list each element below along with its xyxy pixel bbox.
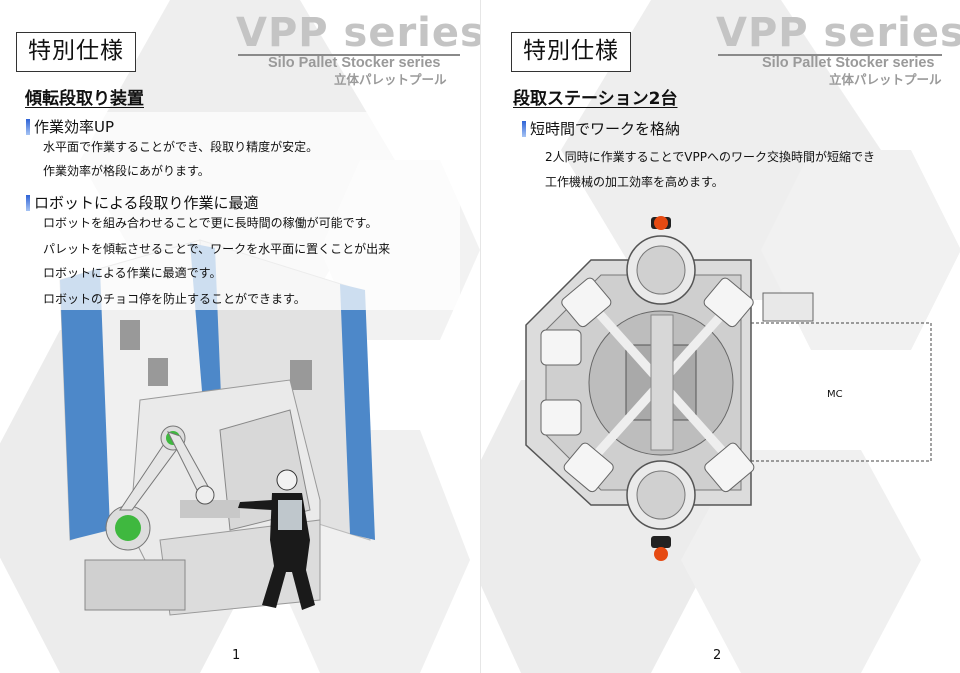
page-number: 2 [713, 648, 722, 663]
section-line: 作業効率が格段にあがります。 [43, 164, 210, 178]
two-station-top-view-diagram [525, 216, 932, 561]
section-title-text: 作業効率UP [34, 118, 115, 136]
tilting-setup-machine-illustration [59, 239, 375, 616]
section-line: 工作機械の加工効率を高めます。 [545, 175, 724, 189]
series-title: VPP series [716, 10, 960, 56]
series-subtitle: Silo Pallet Stocker series [762, 55, 935, 71]
series-title: VPP series [236, 10, 480, 56]
section-line: 水平面で作業することができ、段取り精度が安定。 [43, 140, 319, 154]
section-line: パレットを傾転させることで、ワークを水平面に置くことが出来 [43, 242, 391, 256]
section-line: ロボットを組み合わせることで更に長時間の稼働が可能です。 [43, 216, 378, 230]
page-1: 特別仕様 VPP series Silo Pallet Stocker seri… [0, 0, 480, 673]
section-title-robot: ロボットによる段取り作業に最適 [26, 192, 259, 213]
page-number: 1 [232, 648, 241, 663]
section-title-text: ロボットによる段取り作業に最適 [34, 194, 259, 212]
page-heading: 傾転段取り装置 [25, 89, 144, 109]
section-title-text: 短時間でワークを格納 [530, 120, 681, 138]
section-line: ロボットによる作業に最適です。 [43, 266, 222, 280]
spec-label: 特別仕様 [511, 32, 631, 72]
series-underline [238, 54, 460, 56]
section-line: 2人同時に作業することでVPPへのワーク交換時間が短縮でき [545, 150, 875, 164]
section-title-storage: 短時間でワークを格納 [522, 118, 680, 139]
series-jp-subtitle: 立体パレットプール [334, 72, 447, 87]
series-jp-subtitle: 立体パレットプール [829, 72, 942, 87]
page-heading: 段取ステーション2台 [513, 89, 678, 109]
spec-label: 特別仕様 [16, 32, 136, 72]
section-line: ロボットのチョコ停を防止することができます。 [43, 292, 306, 306]
bullet-marker [26, 118, 30, 135]
series-underline [718, 54, 942, 56]
bullet-marker [522, 120, 526, 137]
section-title-efficiency: 作業効率UP [26, 116, 114, 137]
series-subtitle: Silo Pallet Stocker series [268, 55, 441, 71]
page-2: 特別仕様 VPP series Silo Pallet Stocker seri… [480, 0, 960, 673]
text-backdrop [20, 112, 460, 310]
mc-label: MC [827, 389, 843, 400]
bullet-marker [26, 194, 30, 211]
